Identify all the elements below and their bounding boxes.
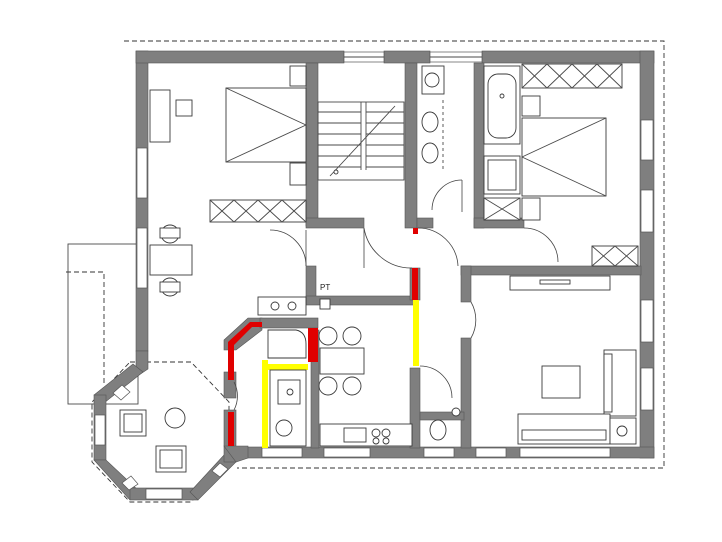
round-table (164, 407, 186, 429)
staircase (317, 101, 405, 181)
boundary-lines (66, 40, 665, 503)
windows (94, 51, 654, 500)
dining-table (149, 244, 193, 276)
dining-area (149, 224, 193, 297)
small-wc (429, 407, 461, 441)
bed-right (521, 117, 607, 197)
bedroom-right-furniture (521, 63, 639, 267)
door-swings (233, 179, 559, 411)
shaft (319, 298, 331, 310)
desk-left (149, 89, 171, 143)
bedroom-left-furniture (149, 65, 307, 223)
coffee-table (541, 365, 581, 399)
wardrobe-right (521, 63, 623, 89)
red-highlight-walls (228, 228, 418, 446)
yellow-highlight-walls (262, 300, 419, 448)
kitchen (257, 296, 331, 447)
kitchen-dining (318, 326, 413, 447)
shaft-label: PT (320, 283, 330, 292)
living-room (509, 275, 637, 445)
wardrobe-left (209, 199, 307, 223)
bed-left (225, 87, 307, 163)
octagon-furniture (119, 407, 187, 473)
bathroom (421, 65, 521, 221)
kitchen-table (319, 347, 365, 375)
